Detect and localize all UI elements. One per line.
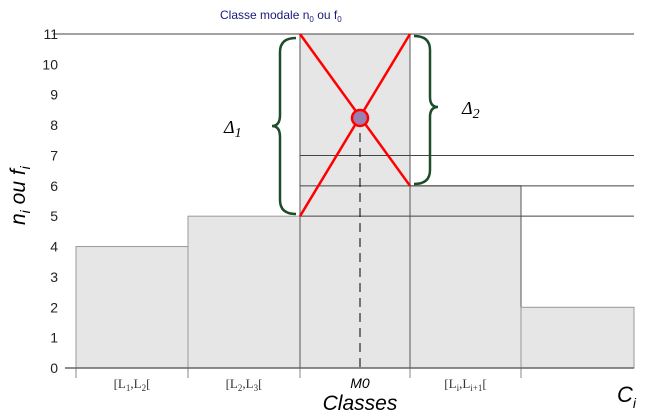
cross-line-1 [298,33,412,187]
y-tick-label: 4 [50,239,58,255]
x-axis-title: Classes [323,392,398,415]
y-tick-label: 5 [50,208,58,224]
y-tick-label: 6 [50,178,58,194]
y-tick-label: 9 [50,87,58,103]
mode-label: M0 [350,375,370,391]
mode-point [350,108,370,128]
bar-1 [75,246,189,369]
bar-4 [409,185,522,369]
bar-2 [187,215,301,369]
y-tick-label: 0 [50,360,58,376]
y-tick-label: 11 [43,26,58,42]
x-axis-end-label: Ci [617,382,637,411]
delta2-brace [413,34,439,186]
category-label: [Li,Li+1[ [444,376,486,393]
y-tick-label: 1 [50,330,58,346]
chart-title: Classe modale n0 ou f0 [220,8,342,24]
y-tick-label: 10 [42,56,58,72]
bar-3 [299,33,411,369]
bar-5 [520,306,635,369]
y-tick-label: 2 [50,299,58,315]
y-tick-label: 7 [50,147,58,163]
delta1-label: Δ1 [223,117,242,141]
delta2-label: Δ2 [461,98,480,122]
category-label: [L2,L3[ [226,376,263,393]
y-axis-title: ni ou fi [7,165,33,225]
category-label: [L1,L2[ [114,376,151,393]
y-tick-label: 8 [50,117,58,133]
y-tick-label: 3 [50,269,58,285]
delta1-brace [271,36,297,216]
